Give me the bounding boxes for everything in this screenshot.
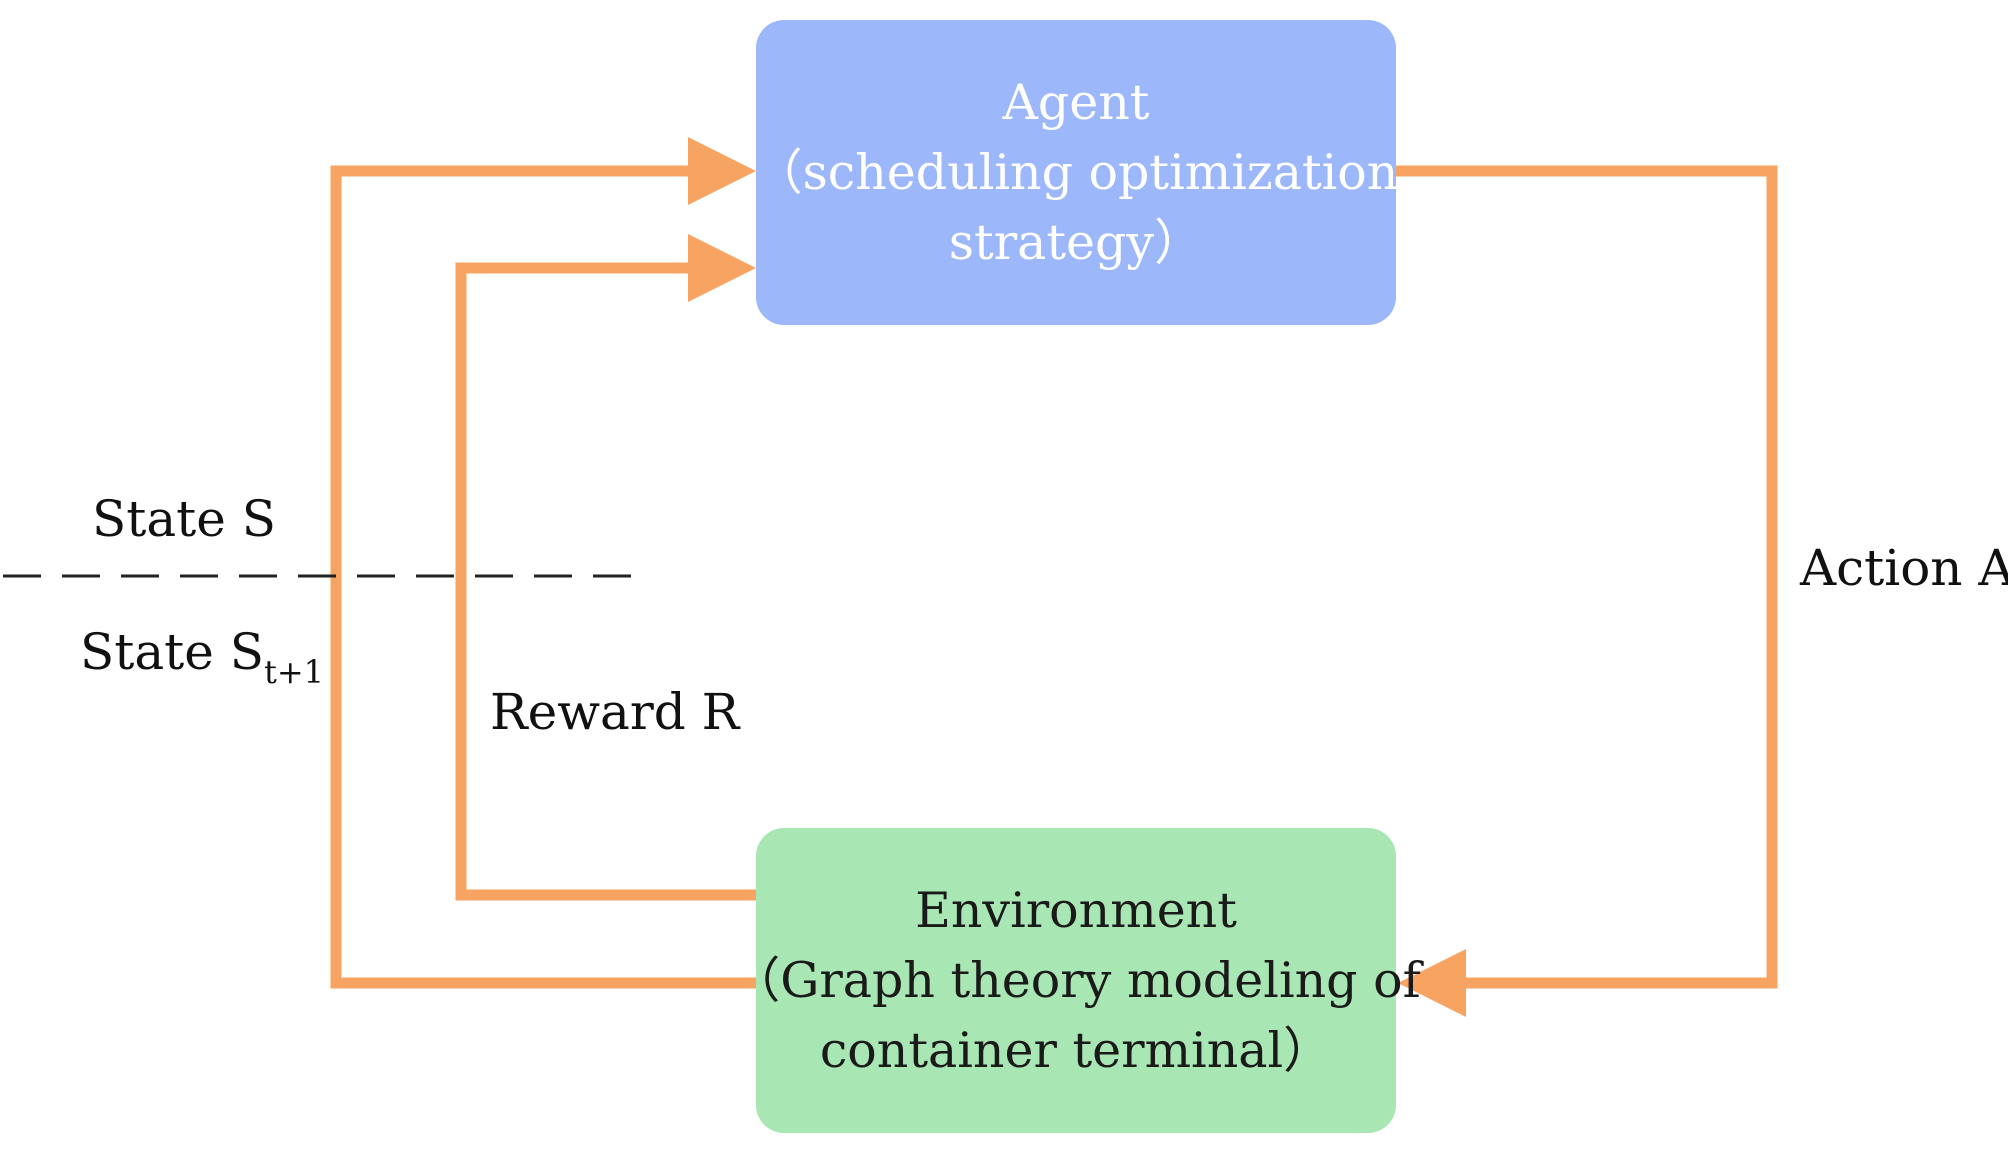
agent-subtitle-line2: strategy） bbox=[948, 213, 1204, 271]
state-s-label: State S bbox=[92, 490, 276, 548]
environment-subtitle-line1: （Graph theory modeling of bbox=[731, 951, 1421, 1009]
environment-box: Environment （Graph theory modeling of co… bbox=[731, 828, 1421, 1133]
agent-subtitle-line1: （scheduling optimization bbox=[753, 143, 1399, 201]
reward-arrowhead bbox=[688, 234, 756, 302]
action-arrowhead bbox=[1398, 949, 1466, 1017]
reward-arrow-line bbox=[455, 262, 756, 901]
state-st1-label: State St+1 bbox=[80, 622, 324, 702]
state-st1-main: State S bbox=[80, 623, 264, 681]
state-arrowhead bbox=[688, 137, 756, 205]
action-arrow-line bbox=[1396, 165, 1778, 989]
action-label: Action A bbox=[1800, 539, 2008, 597]
reward-label: Reward R bbox=[490, 683, 740, 741]
environment-subtitle-line2: container terminal） bbox=[819, 1021, 1333, 1079]
environment-title: Environment bbox=[915, 881, 1237, 939]
agent-title: Agent bbox=[1002, 73, 1150, 131]
state-st1-subscript: t+1 bbox=[263, 653, 325, 691]
agent-box: Agent （scheduling optimization strategy） bbox=[753, 20, 1399, 325]
